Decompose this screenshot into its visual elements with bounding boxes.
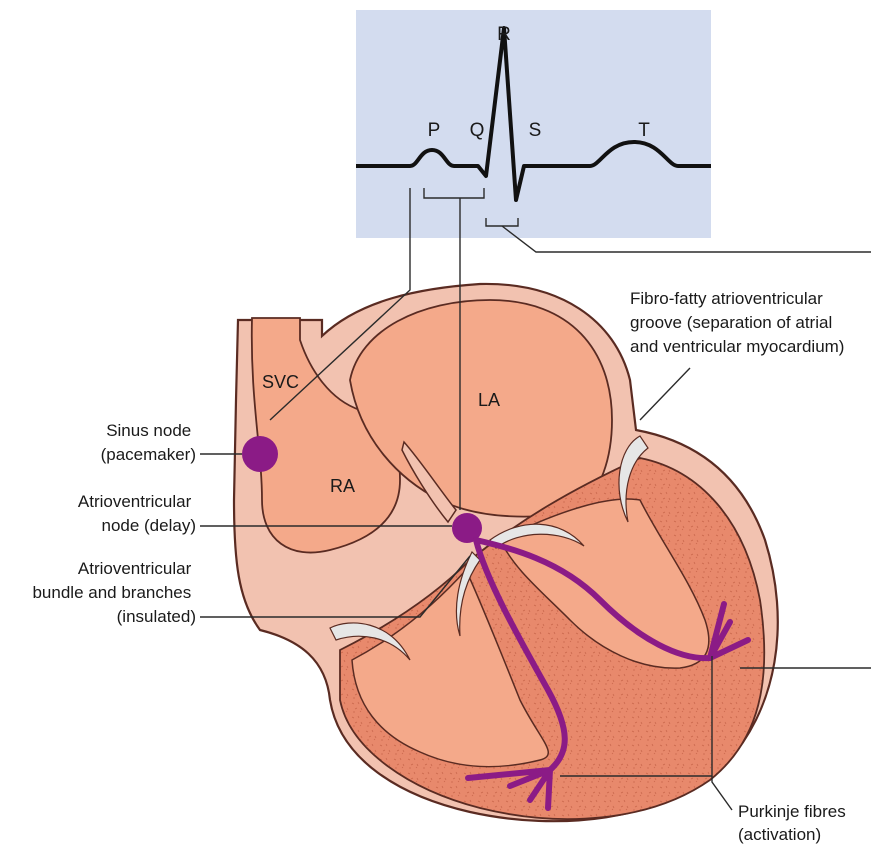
label-ra: RA	[330, 476, 355, 496]
ecg-label-t: T	[638, 120, 650, 141]
label-purkinje: Purkinje fibres (activation)	[738, 802, 850, 844]
ecg-label-s: S	[529, 120, 542, 141]
ecg-label-q: Q	[470, 120, 485, 141]
ecg-panel: P Q R S T	[356, 10, 711, 238]
heart	[234, 284, 778, 821]
label-svc: SVC	[262, 372, 299, 392]
label-av-bundle: Atrioventricular bundle and branches (in…	[32, 559, 196, 626]
ecg-label-p: P	[428, 120, 441, 141]
leader-av-groove	[640, 368, 690, 420]
label-la: LA	[478, 390, 500, 410]
label-sinus-node: Sinus node (pacemaker)	[101, 421, 196, 464]
sinus-node	[242, 436, 278, 472]
ecg-label-r: R	[497, 24, 511, 45]
label-av-node: Atrioventricular node (delay)	[78, 492, 196, 535]
label-av-groove: Fibro-fatty atrioventricular groove (sep…	[630, 289, 844, 356]
